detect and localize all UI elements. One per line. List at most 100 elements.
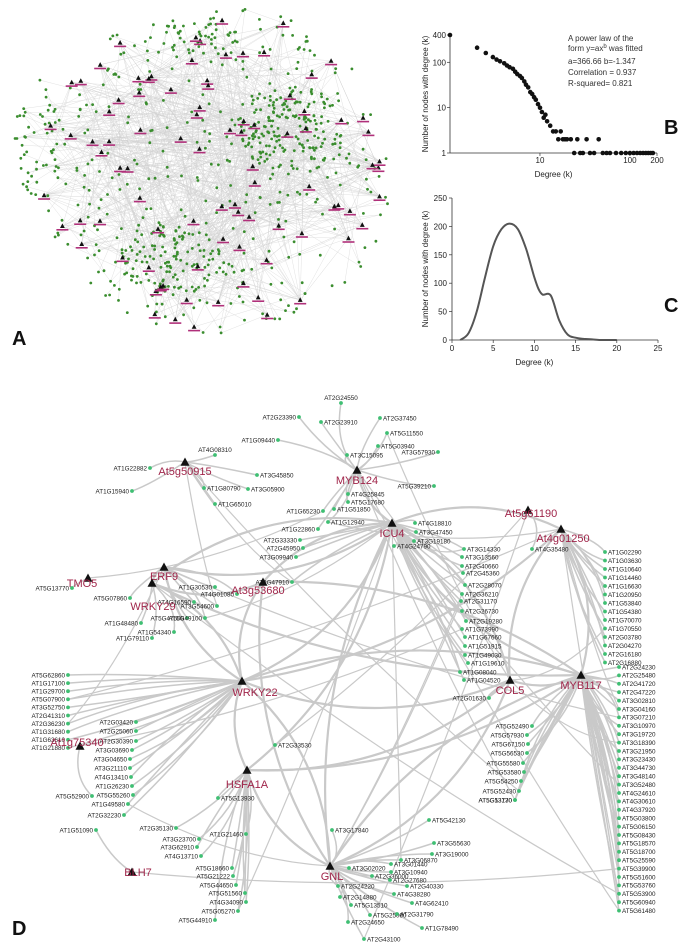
x-tick-label: 10: [530, 344, 539, 353]
overview-hub-label-mark: [260, 262, 273, 265]
overview-gene-node: [204, 199, 208, 203]
overview-gene-node: [146, 49, 149, 53]
overview-edge: [243, 120, 250, 217]
x-axis-title: Degree (k): [535, 170, 573, 179]
overview-gene-node: [147, 279, 151, 282]
overview-gene-node: [253, 135, 257, 139]
overview-hub-label-mark: [134, 132, 147, 135]
overview-gene-node: [297, 116, 301, 120]
gene-edge: [391, 522, 465, 550]
overview-edge: [44, 195, 335, 207]
overview-edge: [101, 40, 201, 153]
overview-gene-node: [42, 164, 45, 167]
overview-gene-node: [173, 238, 176, 242]
overview-gene-node: [292, 149, 296, 153]
overview-edge: [222, 131, 242, 239]
overview-gene-node: [191, 49, 195, 53]
gene-label: AT5G13730: [479, 797, 513, 804]
overview-edge: [139, 131, 242, 198]
gene-label: AT5G44650: [200, 882, 234, 889]
gene-node: [134, 720, 138, 724]
gene-label: AT5G55260: [97, 792, 131, 799]
gene-node: [130, 748, 134, 752]
gene-label: AT2G31790: [400, 911, 434, 918]
overview-gene-node: [361, 147, 365, 151]
gene-edge: [245, 769, 252, 835]
gene-node: [203, 616, 207, 620]
hub-node: [387, 518, 397, 527]
gene-label: AT5G39900: [622, 866, 656, 873]
overview-gene-node: [276, 201, 279, 204]
overview-edge: [128, 22, 284, 118]
hub-node: [352, 465, 362, 474]
overview-gene-node: [161, 149, 165, 153]
gene-label: AT1G26230: [96, 783, 130, 790]
overview-gene-node: [178, 235, 181, 239]
overview-hub-label-mark: [189, 40, 202, 42]
overview-gene-node: [337, 99, 340, 103]
gene-label: AT3G09940: [260, 554, 294, 561]
overview-hub-node: [205, 82, 211, 88]
overview-hub-label-mark: [372, 170, 385, 173]
overview-edge: [186, 285, 205, 300]
overview-gene-node: [161, 225, 165, 228]
overview-gene-node: [222, 261, 226, 265]
overview-gene-node: [85, 103, 88, 107]
overview-edge: [139, 92, 197, 115]
overview-hub-label-mark: [94, 67, 107, 70]
overview-edge: [100, 106, 200, 200]
overview-gene-node: [172, 254, 176, 258]
gene-label: AT2G40660: [465, 563, 499, 570]
overview-gene-node: [302, 146, 305, 150]
gene-node: [420, 926, 424, 930]
overview-gene-node: [45, 163, 48, 167]
x-tick-label: 25: [654, 344, 663, 353]
overview-gene-node: [175, 55, 179, 59]
overview-edge: [67, 244, 161, 288]
hub-edge: [241, 680, 332, 867]
overview-gene-node: [217, 250, 221, 253]
overview-gene-node: [30, 174, 33, 178]
scatter-point: [525, 85, 531, 90]
overview-hub-node: [146, 75, 152, 81]
overview-edge: [283, 236, 349, 239]
overview-gene-node: [246, 143, 250, 147]
gene-node: [66, 729, 70, 734]
overview-gene-node: [187, 48, 191, 52]
overview-gene-node: [224, 272, 228, 276]
overview-hub-node: [366, 129, 371, 134]
gene-node: [213, 585, 217, 589]
gene-node: [213, 918, 217, 922]
fit-annotation-line: form y=axb was fitted: [568, 44, 643, 53]
overview-gene-node: [130, 249, 134, 252]
overview-gene-node: [44, 95, 48, 99]
overview-gene-node: [171, 46, 174, 49]
gene-edge: [356, 451, 439, 471]
overview-edge: [99, 171, 236, 205]
overview-edge: [138, 77, 188, 252]
overview-gene-node: [177, 32, 181, 35]
overview-gene-node: [323, 137, 327, 141]
overview-gene-node: [275, 114, 279, 118]
gene-label: AT5G06150: [622, 824, 656, 831]
overview-gene-node: [153, 248, 157, 251]
overview-edge: [229, 9, 246, 130]
gene-label: AT5G13930: [221, 795, 255, 802]
overview-edge: [174, 287, 259, 298]
overview-gene-node: [79, 233, 83, 237]
overview-edge: [140, 114, 197, 130]
overview-edge: [197, 123, 244, 267]
overview-edge: [223, 196, 380, 263]
overview-hub-label-mark: [38, 198, 51, 200]
overview-gene-node: [53, 235, 57, 239]
overview-edge: [151, 76, 349, 239]
gene-label: AT4G62410: [415, 900, 449, 907]
overview-gene-node: [215, 10, 218, 14]
overview-gene-node: [314, 146, 318, 150]
gene-edge: [67, 677, 243, 684]
overview-gene-node: [259, 27, 262, 31]
gene-label: AT2G16880: [608, 660, 642, 667]
overview-edge: [70, 134, 379, 168]
overview-edge: [160, 265, 198, 288]
overview-gene-node: [284, 115, 288, 119]
